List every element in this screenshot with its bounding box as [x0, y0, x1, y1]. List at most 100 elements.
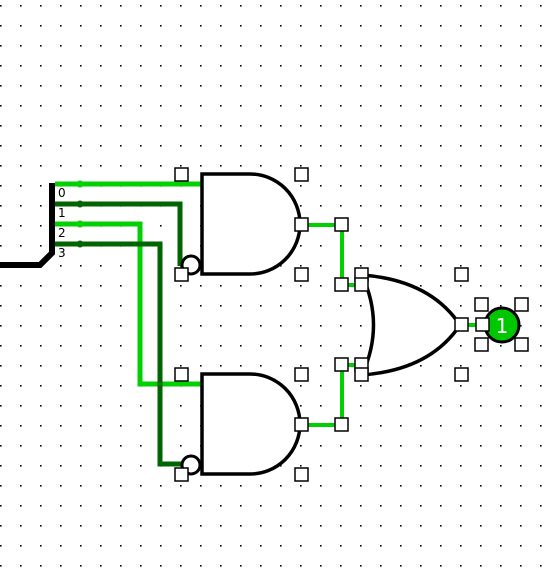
grid-dot: [340, 105, 342, 107]
grid-dot: [320, 265, 322, 267]
grid-dot: [280, 465, 282, 467]
grid-dot: [140, 165, 142, 167]
grid-dot: [440, 165, 442, 167]
grid-dot: [20, 405, 22, 407]
grid-dot: [520, 145, 522, 147]
grid-dot: [0, 425, 2, 427]
grid-dot: [520, 325, 522, 327]
grid-dot: [80, 545, 82, 547]
grid-dot: [540, 25, 542, 27]
grid-dot: [100, 405, 102, 407]
input-bus[interactable]: [0, 183, 55, 268]
grid-dot: [280, 145, 282, 147]
grid-dot: [140, 105, 142, 107]
grid-dot: [520, 85, 522, 87]
grid-dot: [140, 425, 142, 427]
grid-dot: [300, 245, 302, 247]
grid-dot: [40, 545, 42, 547]
grid-dot: [260, 345, 262, 347]
grid-dot: [140, 45, 142, 47]
grid-dot: [280, 505, 282, 507]
grid-dot: [440, 545, 442, 547]
grid-dot: [120, 305, 122, 307]
grid-dot: [100, 365, 102, 367]
grid-dot: [180, 525, 182, 527]
grid-dot: [60, 105, 62, 107]
grid-dot: [460, 5, 462, 7]
grid-dot: [480, 465, 482, 467]
grid-dot: [360, 565, 362, 567]
grid-dot: [320, 465, 322, 467]
grid-dot: [300, 565, 302, 567]
grid-dot: [460, 385, 462, 387]
grid-dot: [180, 85, 182, 87]
grid-dot: [180, 425, 182, 427]
grid-dot: [60, 505, 62, 507]
grid-dot: [420, 205, 422, 207]
grid-dot: [540, 225, 542, 227]
grid-dot: [160, 105, 162, 107]
grid-dot: [360, 5, 362, 7]
grid-dot: [380, 425, 382, 427]
or-gate[interactable]: [359, 273, 463, 377]
grid-dot: [220, 45, 222, 47]
grid-dot: [420, 145, 422, 147]
grid-dot: [220, 485, 222, 487]
grid-dot: [480, 165, 482, 167]
grid-dot: [60, 565, 62, 567]
grid-dot: [40, 125, 42, 127]
grid-dot: [540, 525, 542, 527]
grid-dot: [80, 485, 82, 487]
selection-handles[interactable]: [174, 167, 529, 482]
grid-dot: [360, 25, 362, 27]
grid-dot: [500, 305, 502, 307]
and-gate-top[interactable]: [180, 172, 302, 276]
grid-dot: [380, 545, 382, 547]
grid-dot: [320, 385, 322, 387]
splitter[interactable]: 0 1 2 3: [58, 186, 66, 260]
grid-dot: [500, 545, 502, 547]
grid-dot: [140, 565, 142, 567]
grid-dot: [140, 65, 142, 67]
grid-dot: [400, 25, 402, 27]
grid-dot: [40, 185, 42, 187]
grid-dot: [0, 345, 2, 347]
grid-dot: [40, 145, 42, 147]
grid-dot: [0, 145, 2, 147]
grid-dot: [200, 545, 202, 547]
grid-dot: [420, 245, 422, 247]
grid-dot: [380, 185, 382, 187]
grid-dot: [480, 245, 482, 247]
wire-bit-2: [55, 221, 202, 387]
grid-dot: [300, 105, 302, 107]
grid-dot: [400, 525, 402, 527]
grid-dot: [60, 325, 62, 327]
grid-dot: [440, 525, 442, 527]
grid-dot: [480, 45, 482, 47]
grid-dot: [240, 505, 242, 507]
grid-dot: [40, 565, 42, 567]
grid-dot: [280, 365, 282, 367]
grid-dot: [400, 105, 402, 107]
grid-dot: [260, 325, 262, 327]
grid-dot: [240, 485, 242, 487]
grid-dot: [540, 165, 542, 167]
grid-dot: [220, 25, 222, 27]
grid-dot: [300, 125, 302, 127]
output-probe[interactable]: 1: [475, 306, 521, 344]
grid-dot: [480, 385, 482, 387]
grid-dot: [20, 205, 22, 207]
grid-dot: [120, 405, 122, 407]
grid-dot: [20, 145, 22, 147]
grid-dot: [360, 245, 362, 247]
grid-dot: [0, 405, 2, 407]
and-gate-bottom[interactable]: [180, 372, 302, 476]
grid-dot: [200, 5, 202, 7]
grid-dot: [80, 5, 82, 7]
grid-dot: [360, 205, 362, 207]
grid-dot: [40, 45, 42, 47]
grid-dot: [160, 225, 162, 227]
grid-dot: [440, 405, 442, 407]
grid-dot: [40, 245, 42, 247]
